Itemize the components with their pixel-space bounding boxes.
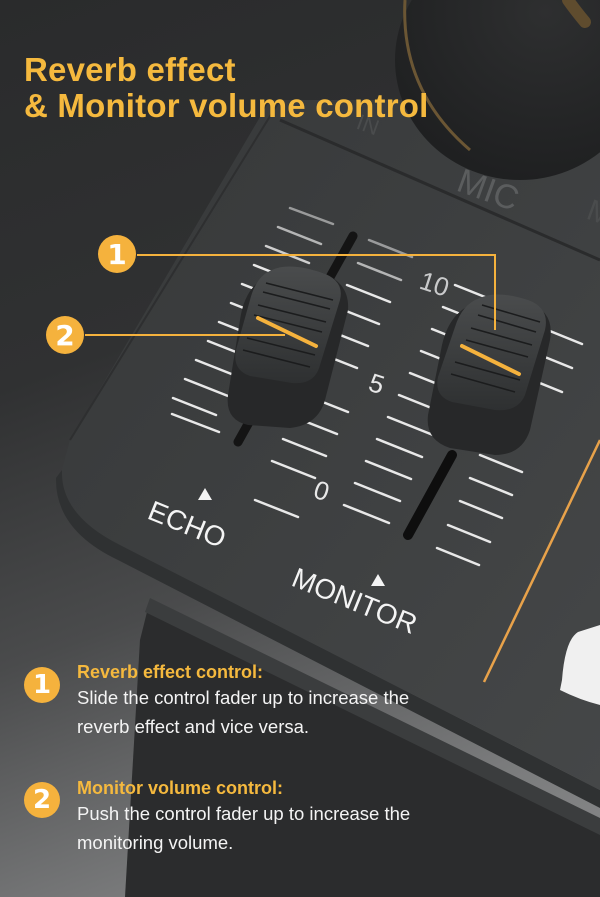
monitor-fader-indicator	[460, 344, 521, 376]
feature-badge-2: 2	[24, 782, 60, 818]
callout-badge-2: 2	[46, 316, 84, 354]
feature-monitor: Monitor volume control: Push the control…	[77, 777, 517, 857]
control-panel	[61, 100, 600, 790]
title-line-1: Reverb effect	[24, 51, 236, 88]
center-scale-ticks	[253, 238, 414, 519]
feature-title: Reverb effect control:	[77, 662, 264, 682]
feature-badge-1: 1	[24, 667, 60, 703]
monitor-fader-knob[interactable]	[427, 294, 551, 455]
feature-reverb: Reverb effect control: Slide the control…	[77, 661, 517, 741]
device-base	[125, 600, 600, 897]
mic-gain-knob	[395, 0, 600, 180]
feature-description-line: Slide the control fader up to increase t…	[77, 687, 410, 708]
callout-line-1	[137, 254, 496, 330]
feature-description-line: monitoring volume.	[77, 832, 234, 853]
echo-fader-indicator	[256, 316, 318, 348]
feature-description-line: reverb effect and vice versa.	[77, 716, 310, 737]
page-title: Reverb effect & Monitor volume control	[24, 52, 428, 124]
monitor-arrow-icon	[371, 574, 385, 586]
monitor-fader-track	[403, 450, 457, 540]
echo-arrow-icon	[198, 488, 212, 500]
callout-badge-1: 1	[98, 235, 136, 273]
feature-title: Monitor volume control:	[77, 778, 283, 798]
echo-fader-knob[interactable]	[227, 266, 349, 428]
white-button[interactable]	[560, 625, 600, 705]
feature-description-line: Push the control fader up to increase th…	[77, 803, 411, 824]
accent-divider	[482, 439, 600, 683]
title-line-2: & Monitor volume control	[24, 87, 429, 124]
